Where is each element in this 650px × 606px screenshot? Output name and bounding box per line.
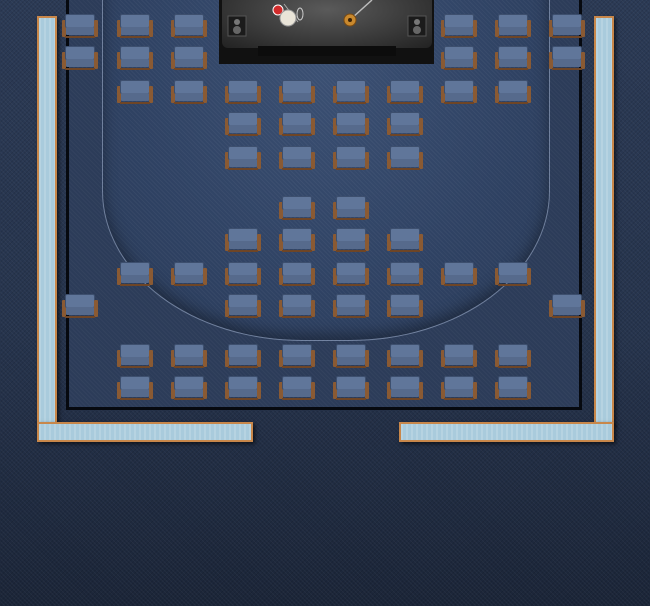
seat[interactable]	[62, 14, 98, 38]
seat[interactable]	[279, 228, 315, 252]
seat[interactable]	[117, 46, 153, 70]
seat[interactable]	[333, 344, 369, 368]
seat[interactable]	[441, 46, 477, 70]
seat[interactable]	[171, 376, 207, 400]
seat[interactable]	[387, 376, 423, 400]
seat[interactable]	[333, 80, 369, 104]
seat[interactable]	[279, 112, 315, 136]
seat[interactable]	[225, 228, 261, 252]
seat[interactable]	[62, 46, 98, 70]
seat[interactable]	[117, 262, 153, 286]
wall-bottom-left	[37, 422, 253, 442]
seat[interactable]	[225, 146, 261, 170]
drum-kit-icon	[272, 3, 304, 27]
seat[interactable]	[333, 112, 369, 136]
seat[interactable]	[279, 344, 315, 368]
seat[interactable]	[495, 376, 531, 400]
seat[interactable]	[225, 80, 261, 104]
guitar-icon	[343, 0, 373, 27]
seat[interactable]	[495, 46, 531, 70]
seat[interactable]	[549, 14, 585, 38]
wall-left	[37, 16, 57, 426]
seat[interactable]	[225, 294, 261, 318]
seat[interactable]	[549, 46, 585, 70]
seat[interactable]	[333, 376, 369, 400]
seat[interactable]	[279, 294, 315, 318]
seat[interactable]	[549, 294, 585, 318]
seat[interactable]	[279, 376, 315, 400]
seat[interactable]	[171, 46, 207, 70]
seat[interactable]	[495, 80, 531, 104]
seat[interactable]	[117, 14, 153, 38]
seat[interactable]	[225, 112, 261, 136]
seat[interactable]	[441, 376, 477, 400]
seat[interactable]	[441, 80, 477, 104]
seat[interactable]	[387, 344, 423, 368]
seat[interactable]	[279, 196, 315, 220]
seat[interactable]	[171, 344, 207, 368]
seat[interactable]	[279, 80, 315, 104]
seat[interactable]	[225, 262, 261, 286]
seat[interactable]	[225, 376, 261, 400]
seat[interactable]	[171, 14, 207, 38]
seat[interactable]	[333, 196, 369, 220]
seat[interactable]	[117, 376, 153, 400]
seat[interactable]	[117, 344, 153, 368]
seat[interactable]	[279, 146, 315, 170]
stage[interactable]	[222, 0, 432, 48]
speaker-left-icon	[227, 15, 247, 37]
seat[interactable]	[387, 112, 423, 136]
seat[interactable]	[279, 262, 315, 286]
seat[interactable]	[495, 262, 531, 286]
seat[interactable]	[441, 14, 477, 38]
seat[interactable]	[171, 80, 207, 104]
seat[interactable]	[387, 228, 423, 252]
seat[interactable]	[495, 344, 531, 368]
wall-bottom-right	[399, 422, 614, 442]
seat[interactable]	[333, 262, 369, 286]
seat[interactable]	[333, 146, 369, 170]
seat[interactable]	[387, 80, 423, 104]
stage-equipment	[227, 0, 427, 37]
seat[interactable]	[333, 294, 369, 318]
seat[interactable]	[171, 262, 207, 286]
stage-front-edge	[258, 46, 396, 56]
speaker-right-icon	[407, 15, 427, 37]
seat[interactable]	[387, 146, 423, 170]
seat[interactable]	[333, 228, 369, 252]
seat[interactable]	[441, 344, 477, 368]
seat[interactable]	[117, 80, 153, 104]
seat[interactable]	[225, 344, 261, 368]
seat[interactable]	[387, 262, 423, 286]
wall-right	[594, 16, 614, 426]
seat[interactable]	[62, 294, 98, 318]
seat[interactable]	[441, 262, 477, 286]
seat[interactable]	[387, 294, 423, 318]
seat[interactable]	[495, 14, 531, 38]
